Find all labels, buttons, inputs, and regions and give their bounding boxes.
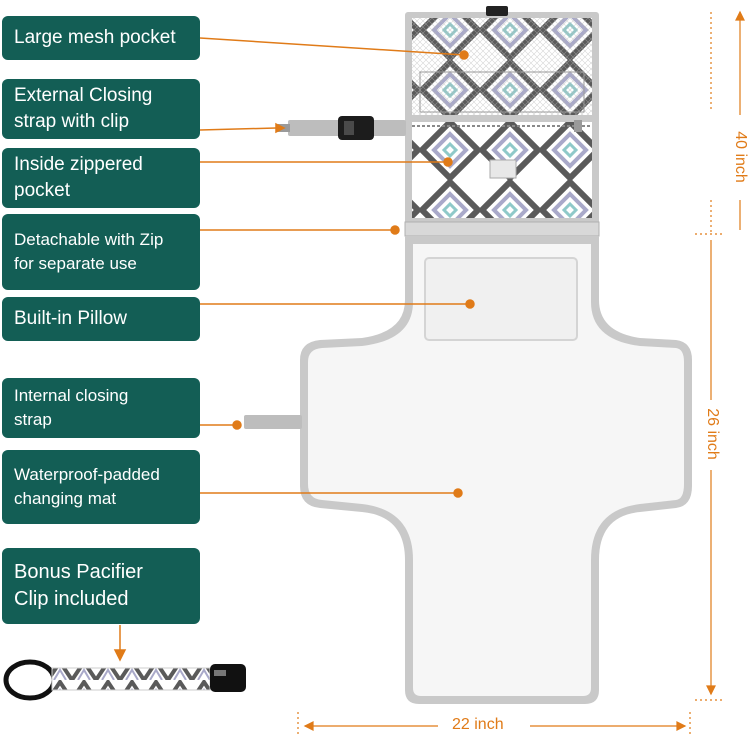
built-in-pillow (424, 257, 578, 341)
label-line: Clip included (14, 588, 129, 610)
dimension-total-height: 40 inch (732, 131, 749, 183)
label-line: Bonus Pacifier (14, 561, 143, 583)
label-line: Inside zippered (14, 154, 143, 175)
internal-strap (244, 415, 302, 429)
label-built-in-pillow: Built-in Pillow (2, 297, 200, 341)
label-line: for separate use (14, 254, 137, 273)
label-bonus-pacifier-clip: Bonus Pacifier Clip included (2, 548, 200, 624)
dimension-lines (297, 10, 745, 734)
label-waterproof-padded-mat: Waterproof-padded changing mat (2, 450, 200, 524)
label-internal-closing-strap: Internal closing strap (2, 378, 200, 438)
label-line: Detachable with Zip (14, 230, 164, 249)
label-line: Waterproof-padded (14, 465, 160, 484)
leader-lines (113, 37, 475, 662)
dimension-mat-height: 26 inch (704, 408, 721, 460)
label-line: pocket (14, 180, 70, 201)
pacifier-clip-illustration (3, 659, 246, 701)
label-line: Large mesh pocket (14, 27, 176, 48)
label-line: External Closing (14, 85, 153, 106)
label-inside-zippered-pocket: Inside zippered pocket (2, 148, 200, 208)
label-line: strap (14, 410, 52, 429)
label-external-closing-strap: External Closing strap with clip (2, 79, 200, 139)
label-line: changing mat (14, 489, 117, 508)
label-line: Built-in Pillow (14, 308, 127, 329)
label-detachable-with-zip: Detachable with Zip for separate use (2, 214, 200, 290)
label-large-mesh-pocket: Large mesh pocket (2, 16, 200, 60)
external-strap-with-clip (278, 116, 406, 140)
detach-zipper (404, 221, 600, 237)
label-line: Internal closing (14, 386, 129, 405)
top-flap (405, 6, 599, 122)
dimension-width: 22 inch (452, 716, 504, 733)
zipper-pocket-panel (405, 115, 599, 225)
label-line: strap with clip (14, 111, 130, 132)
